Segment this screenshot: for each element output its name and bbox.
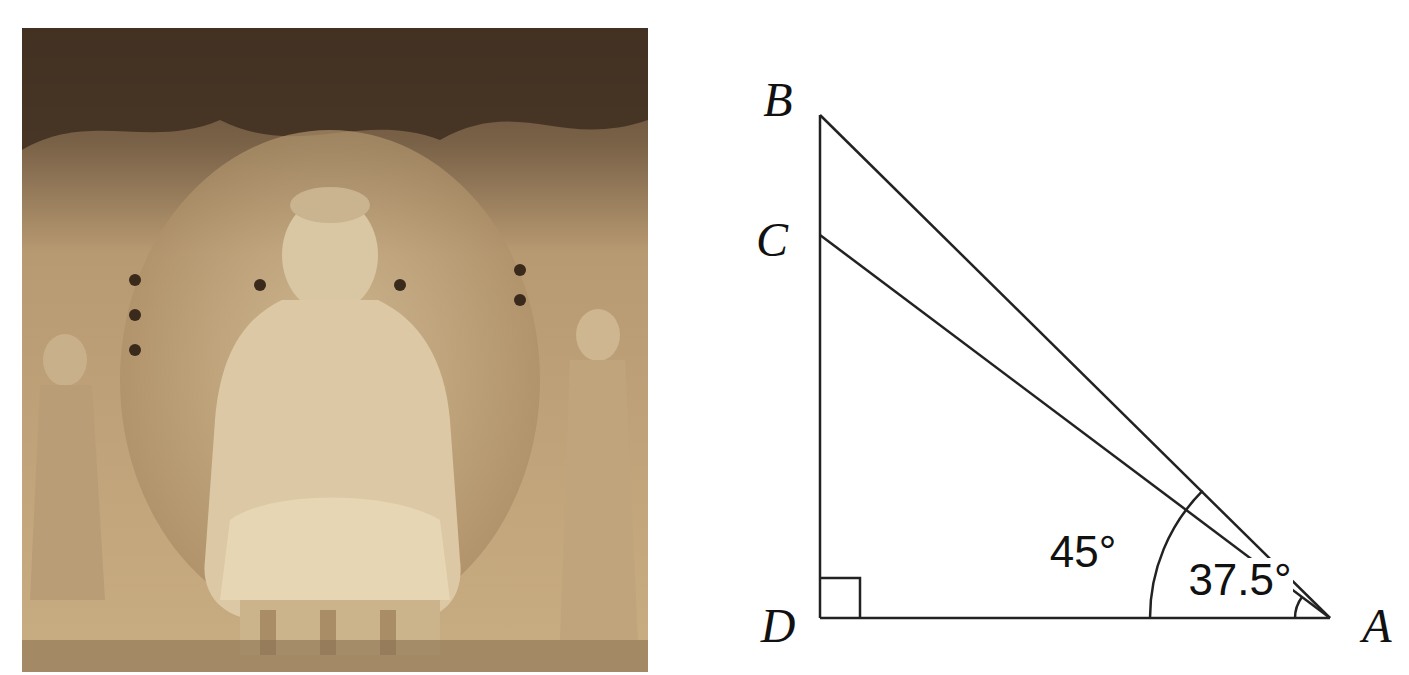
angle-label: 37.5° bbox=[1187, 558, 1292, 602]
right-angle-mark bbox=[820, 578, 860, 618]
side-da bbox=[820, 617, 1330, 620]
point-label: B bbox=[763, 76, 792, 124]
side-bd bbox=[819, 115, 822, 618]
angle-arc-37-5 bbox=[1295, 597, 1302, 618]
angle-label: 45° bbox=[1049, 530, 1118, 574]
triangle-figure bbox=[820, 115, 1330, 618]
point-label: A bbox=[1362, 602, 1391, 650]
point-label: D bbox=[761, 602, 796, 650]
side-ac bbox=[820, 235, 1330, 618]
side-ab bbox=[820, 115, 1330, 618]
buddha-photo bbox=[22, 28, 648, 672]
point-label: C bbox=[756, 216, 788, 264]
